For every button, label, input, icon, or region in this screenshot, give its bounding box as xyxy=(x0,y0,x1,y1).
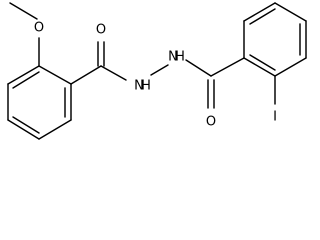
right-ring-double-3 xyxy=(249,54,276,71)
right-ring-bond-3 xyxy=(274,2,307,22)
amide-h-2-label: H xyxy=(175,50,185,65)
left-carbonyl-ring-bond xyxy=(70,65,102,85)
right-ring-bond-5 xyxy=(274,57,307,77)
amide-h-1-label: H xyxy=(141,79,151,94)
molecule-diagram: O O N H N H O xyxy=(7,2,307,140)
iodine-label: I xyxy=(273,110,277,125)
amide-nitrogen-1-label: N xyxy=(134,79,144,94)
right-ring-bond-6 xyxy=(243,57,276,77)
structure-svg: O O N H N H O xyxy=(7,2,307,140)
left-carbonyl-oxygen-label: O xyxy=(96,23,106,38)
left-ring-bond-5 xyxy=(7,119,40,140)
iodo-substituent: I xyxy=(273,75,277,125)
left-ring-bond-2 xyxy=(38,65,72,85)
right-ring-double-1 xyxy=(249,8,276,25)
left-ring-bond-1 xyxy=(7,65,40,85)
left-ring-double-3 xyxy=(12,116,40,134)
right-carbonyl-group: O xyxy=(206,57,245,130)
right-carbonyl-ring-bond xyxy=(210,57,245,77)
methoxy-group: O xyxy=(9,2,44,67)
amide-nitrogen-2-label: N xyxy=(168,50,178,65)
right-carbonyl-oxygen-label: O xyxy=(206,115,216,130)
right-benzene-ring xyxy=(243,2,307,77)
right-carbonyl-nitrogen-bond xyxy=(185,59,212,77)
n-n-bond xyxy=(150,64,169,76)
left-carbonyl-group: O xyxy=(70,23,127,85)
left-ring-bond-4 xyxy=(38,119,72,140)
left-benzene-ring xyxy=(7,65,72,140)
left-ring-double-1 xyxy=(12,71,40,89)
hydrazide-linker: N H N H xyxy=(134,50,212,94)
left-carbonyl-nitrogen-bond xyxy=(100,65,127,81)
methoxy-oxygen-label: O xyxy=(34,21,44,36)
methoxy-methyl-bond xyxy=(9,2,38,20)
right-ring-bond-2 xyxy=(243,2,276,22)
